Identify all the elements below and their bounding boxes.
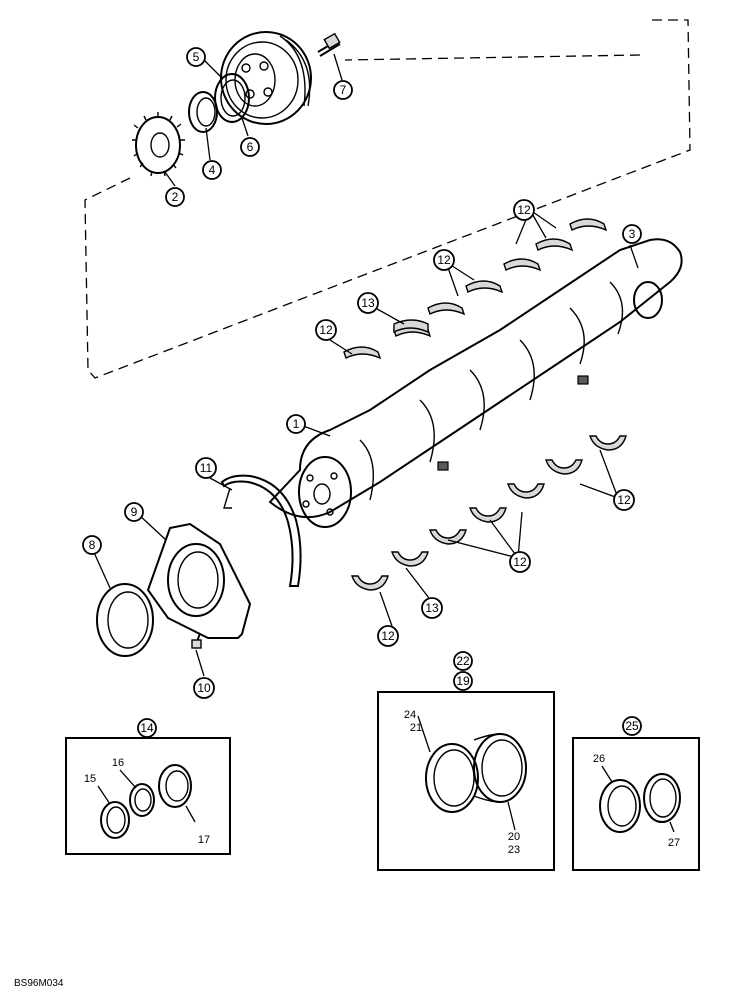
label-26: 26 [593,753,605,765]
callout-13-b: 13 [421,597,443,619]
callout-11: 11 [195,457,217,479]
callout-2: 2 [165,187,185,207]
label-23: 23 [508,844,520,856]
svg-text:19: 19 [456,674,470,688]
callout-12-f: 12 [377,625,399,647]
callout-10: 10 [193,677,215,699]
rear-seal [96,583,154,657]
damper-pulley [220,31,312,125]
kit-box-19-22: 24 21 20 23 [377,691,555,871]
svg-text:4: 4 [209,163,216,177]
pulley-bolt [317,32,341,57]
svg-text:22: 22 [456,654,470,668]
kit-box-25: 26 27 [572,737,700,871]
callout-5: 5 [186,47,206,67]
label-27: 27 [668,837,680,849]
callout-12-a: 12 [513,199,535,221]
label-17: 17 [198,834,210,846]
callout-4: 4 [202,160,222,180]
callout-8: 8 [82,535,102,555]
svg-text:11: 11 [200,461,213,475]
rear-seal-retainer [146,522,252,639]
callout-12-c: 12 [315,319,337,341]
callout-9: 9 [124,502,144,522]
label-15: 15 [84,773,96,785]
crankshaft [268,238,683,528]
drawing-code: BS96M034 [14,978,64,989]
svg-text:6: 6 [247,140,254,154]
callout-22: 22 [453,651,473,671]
callout-25: 25 [622,716,642,736]
svg-text:12: 12 [437,253,451,267]
callout-12-d: 12 [613,489,635,511]
svg-text:12: 12 [513,555,527,569]
callout-19: 19 [453,671,473,691]
label-16: 16 [112,757,124,769]
lower-bearing-shells [351,435,627,591]
callout-3: 3 [622,224,642,244]
callout-7: 7 [333,80,353,100]
svg-text:5: 5 [193,50,200,64]
svg-text:13: 13 [425,601,439,615]
label-24: 24 [404,709,416,721]
label-21: 21 [410,722,422,734]
svg-text:1: 1 [293,417,300,431]
svg-text:12: 12 [381,629,395,643]
front-seal-ring [188,91,218,133]
callout-12-e: 12 [509,551,531,573]
svg-text:14: 14 [140,721,154,735]
callout-13-a: 13 [357,292,379,314]
kit-box-14: 15 16 17 [65,737,231,855]
upper-bearing-shells [343,218,608,360]
svg-text:2: 2 [172,190,179,204]
callout-14: 14 [137,718,157,738]
label-20: 20 [508,831,520,843]
svg-text:12: 12 [517,203,531,217]
svg-text:3: 3 [629,227,636,241]
callout-6: 6 [240,137,260,157]
assembly-dashed-outline [84,19,691,379]
retainer-gasket [220,474,302,587]
svg-text:7: 7 [340,83,347,97]
svg-text:12: 12 [319,323,333,337]
retainer-bolt [191,632,202,649]
callout-1: 1 [286,414,306,434]
svg-text:13: 13 [361,296,375,310]
svg-text:9: 9 [131,505,138,519]
svg-text:12: 12 [617,493,631,507]
svg-text:8: 8 [89,538,96,552]
svg-text:10: 10 [197,681,211,695]
timing-gear [132,112,185,177]
callout-12-b: 12 [433,249,455,271]
svg-text:25: 25 [625,719,639,733]
